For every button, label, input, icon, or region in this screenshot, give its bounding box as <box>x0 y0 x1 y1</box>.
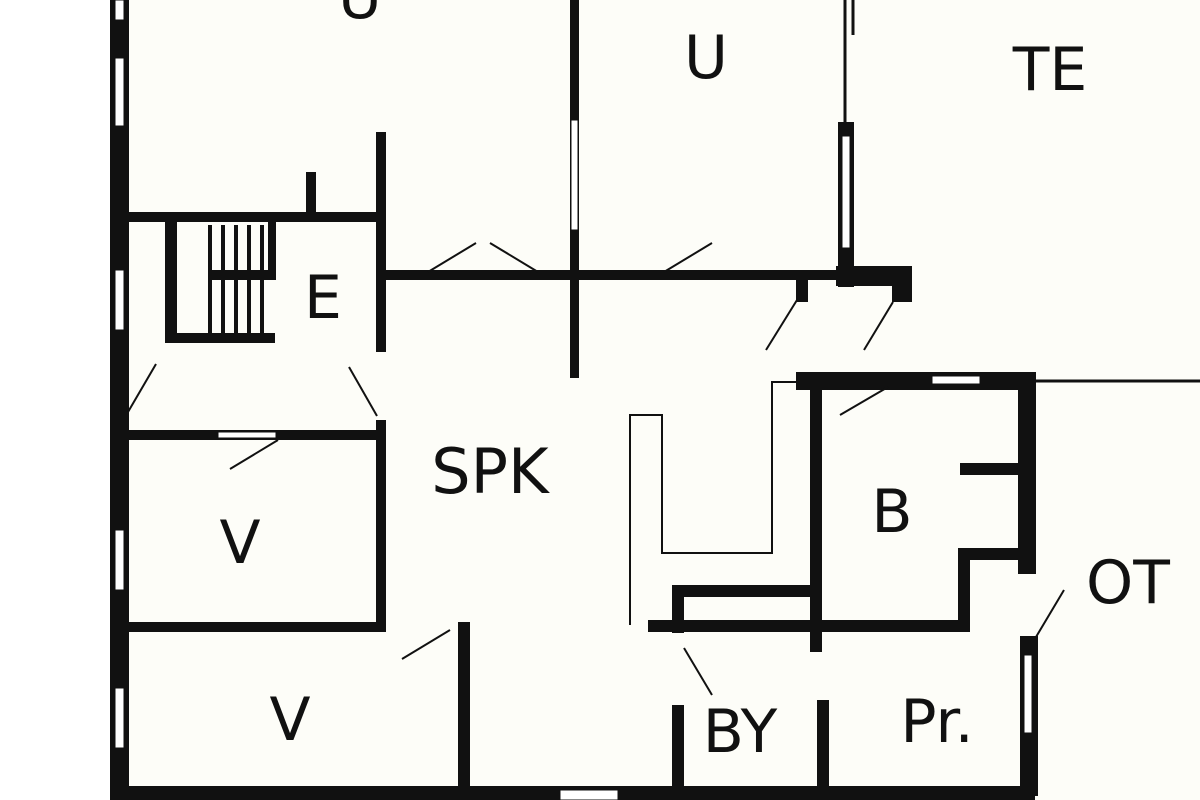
stair-landing <box>208 270 272 280</box>
wall-bedroom-lower-right <box>458 622 470 794</box>
window <box>114 57 125 127</box>
wall-closet-left <box>796 280 808 302</box>
door-swing <box>683 647 713 696</box>
windows <box>114 0 1033 800</box>
room-label-u-top-left: U <box>338 0 382 33</box>
door-swing <box>663 242 713 273</box>
wall-bath-step <box>958 548 970 630</box>
doors <box>127 242 1065 696</box>
room-label-bedroom-lower: V <box>269 685 310 755</box>
door-swing <box>863 301 894 351</box>
room-label-ot: OT <box>1086 548 1170 618</box>
floor-left-wing <box>112 0 578 795</box>
door-swing <box>229 439 279 470</box>
wall-bath-left <box>810 380 822 652</box>
window <box>570 119 579 231</box>
wall-u-bottom <box>128 212 386 222</box>
room-label-u-top-mid: U <box>684 23 728 93</box>
wall-bath-top <box>796 372 1036 390</box>
room-label-te: TE <box>1012 35 1088 105</box>
window <box>931 375 981 385</box>
outer-wall-left <box>110 0 129 800</box>
wall-bedroom-right <box>376 420 386 630</box>
wall-by-right <box>817 700 829 795</box>
window <box>559 789 619 800</box>
door-swing <box>839 386 889 416</box>
wall-entry-right <box>376 132 386 352</box>
door-swing <box>127 363 157 413</box>
wall-closet-right <box>892 266 912 302</box>
window <box>114 269 125 331</box>
wall-bath-step-top <box>958 548 1020 560</box>
window <box>114 0 125 21</box>
wall-bath-bottom <box>648 620 970 632</box>
floor-te <box>850 0 1200 380</box>
door-swing <box>765 299 798 351</box>
room-label-bathroom: B <box>871 477 912 547</box>
stairs <box>208 222 276 335</box>
thin-walls <box>629 0 1200 625</box>
floor-ot <box>1030 380 1200 800</box>
stair-side <box>268 222 276 280</box>
room-label-spk: SPK <box>431 435 550 508</box>
wall-corridor <box>382 270 842 280</box>
room-labels: U U TE E SPK V V B OT BY Pr. <box>219 0 1170 767</box>
window <box>114 529 125 591</box>
door-swing <box>489 242 539 273</box>
wall-by-top <box>672 585 816 597</box>
window <box>1023 654 1033 734</box>
window <box>114 687 125 749</box>
door-swing <box>1035 589 1065 638</box>
room-label-bedroom-upper: V <box>219 508 260 578</box>
kitchen-island <box>629 381 812 625</box>
wall-u-stub <box>306 172 316 222</box>
door-swing <box>348 366 378 417</box>
window <box>217 431 277 439</box>
stair-wall-left <box>165 222 177 342</box>
wall-bath-right <box>1018 372 1036 574</box>
floor-area <box>112 0 1200 800</box>
room-label-laundry: BY <box>703 697 778 767</box>
wall-by-left-lower <box>672 705 684 795</box>
door-swing <box>427 242 477 273</box>
window <box>841 135 851 249</box>
room-label-pantry: Pr. <box>900 687 973 757</box>
wall-bedroom-mid <box>128 622 386 632</box>
wall-bath-stub <box>960 463 1020 475</box>
room-label-entry: E <box>304 263 342 333</box>
stair-wall-bottom <box>165 333 275 343</box>
door-swing <box>401 629 451 660</box>
